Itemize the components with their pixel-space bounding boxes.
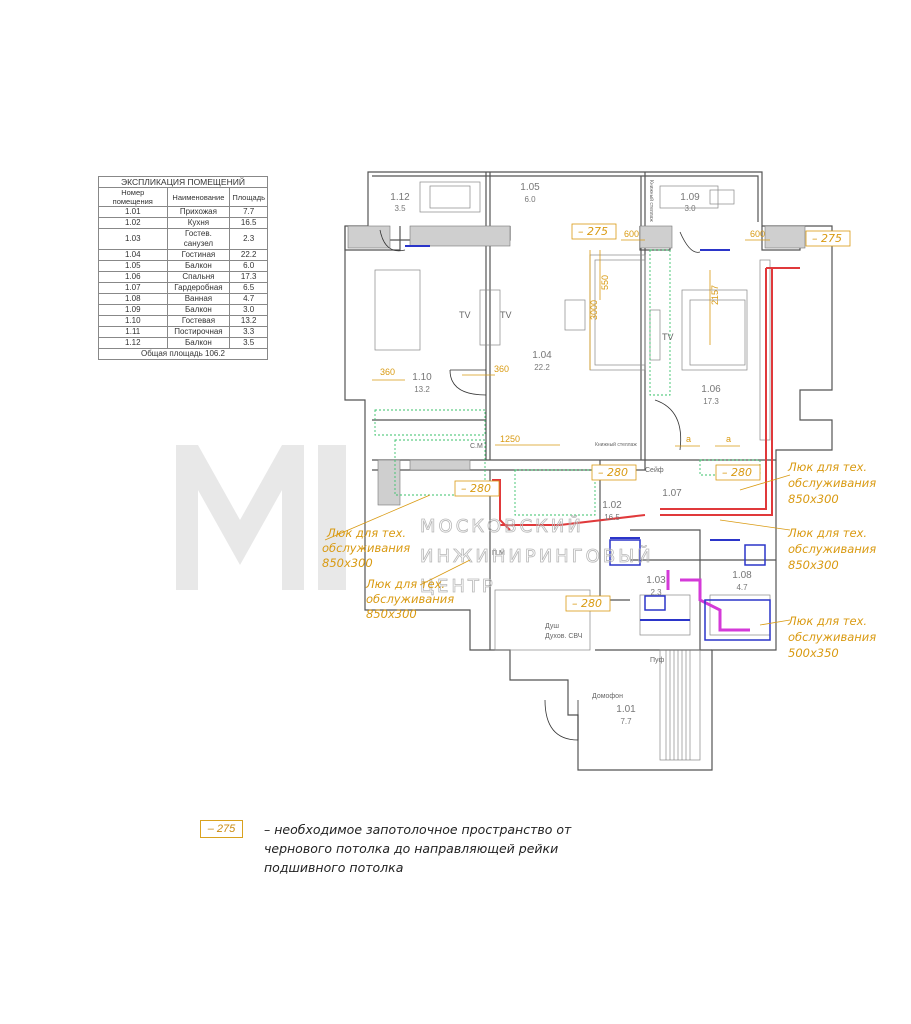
room-area-1.04: 22.2 — [534, 363, 550, 372]
room-labels: 1.12 3.5 1.05 6.0 1.09 3.0 1.04 22.2 1.1… — [390, 182, 752, 726]
dim-a-left: а — [686, 434, 691, 444]
dim-360-right: 360 — [494, 364, 509, 374]
dishwasher-label: П.М — [492, 550, 505, 557]
dim-2157: 2157 — [710, 285, 720, 305]
room-label-1.03: 1.03 — [646, 575, 666, 586]
intercom-label: Домофон — [592, 693, 623, 700]
room-label-1.09: 1.09 — [680, 192, 700, 203]
hatch-leaders — [324, 474, 791, 626]
pouf-label: Пуф — [650, 657, 664, 664]
dim-550: 550 — [600, 275, 610, 290]
dim-600-right: 600 — [750, 229, 765, 239]
room-label-1.05: 1.05 — [520, 182, 540, 193]
safe-label: Сейф — [645, 466, 664, 474]
equipment-labels: TV TV TV Книжный стеллаж Книжный стеллаж… — [459, 180, 674, 700]
room-area-1.02: 16.5 — [604, 513, 620, 522]
shower-label: Душ — [545, 623, 559, 630]
room-label-1.10: 1.10 — [412, 372, 432, 383]
room-area-1.01: 7.7 — [620, 717, 632, 726]
hatched-area — [665, 650, 691, 760]
legend-tag: – 275 — [200, 820, 243, 838]
level-tag-4: – 280 — [722, 466, 752, 479]
cell-area: 6.0 — [229, 260, 268, 272]
explication-table: ЭКСПЛИКАЦИЯ ПОМЕЩЕНИЙ Номер помещения На… — [98, 176, 268, 360]
room-area-1.10: 13.2 — [414, 385, 430, 394]
total-area: Общая площадь 106.2 — [98, 348, 268, 360]
room-area-1.06: 17.3 — [703, 397, 719, 406]
furniture — [374, 181, 771, 761]
room-label-1.08: 1.08 — [732, 570, 752, 581]
watermark-logo — [176, 445, 346, 590]
duct-magenta — [666, 570, 750, 632]
level-tag-2: – 275 — [812, 232, 842, 245]
wall-blocks — [347, 225, 806, 506]
room-area-1.08: 4.7 — [736, 583, 748, 592]
dim-a-right: а — [726, 434, 731, 444]
watermark-line-2: ИНЖИНИРИНГОВЫЙ — [420, 545, 654, 567]
dimension-lines — [372, 239, 770, 447]
bookshelf-label-2: Книжный стеллаж — [595, 441, 637, 448]
level-tag-1: – 275 — [578, 225, 608, 238]
tv-label-2: TV — [500, 310, 512, 320]
dimension-labels: 600 600 550 3000 2157 360 360 1250 а а — [380, 229, 765, 444]
room-label-1.01: 1.01 — [616, 704, 636, 715]
level-tag-6: – 280 — [572, 597, 602, 610]
room-label-1.02: 1.02 — [602, 500, 622, 511]
cell-area: 2.3 — [229, 228, 268, 250]
room-label-1.06: 1.06 — [701, 384, 721, 395]
room-area-1.03: 2.3 — [650, 588, 662, 597]
room-area-1.12: 3.5 — [394, 204, 406, 213]
watermark-line-3: ЦЕНТР — [420, 576, 496, 597]
dim-600-left: 600 — [624, 229, 639, 239]
room-label-1.04: 1.04 — [532, 350, 552, 361]
washer-label: С.М — [470, 443, 483, 450]
window-marks — [405, 245, 740, 621]
bookshelf-label-1: Книжный стеллаж — [648, 180, 655, 222]
tv-label-1: TV — [459, 310, 471, 320]
watermark-text: МОСКОВСКИЙ ИНЖИНИРИНГОВЫЙ ЦЕНТР — [420, 515, 654, 598]
legend-text: – необходимое запотолочное пространство … — [264, 822, 572, 875]
room-label-1.12: 1.12 — [390, 192, 410, 203]
dim-360-left: 360 — [380, 367, 395, 377]
level-tag-5: – 280 — [461, 482, 491, 495]
room-label-1.07: 1.07 — [662, 488, 682, 499]
watermark-line-1: МОСКОВСКИЙ — [420, 515, 584, 537]
room-area-1.05: 6.0 — [524, 195, 536, 204]
room-area-1.09: 3.0 — [684, 204, 696, 213]
dim-3000: 3000 — [589, 300, 599, 320]
dim-1250: 1250 — [500, 434, 520, 444]
level-tag-3: – 280 — [598, 466, 628, 479]
doors — [379, 229, 701, 741]
tv-label-3: TV — [662, 332, 674, 342]
bathroom-fixtures — [609, 539, 771, 641]
duct-red — [492, 267, 800, 531]
hvac-green — [374, 249, 761, 516]
oven-label: Духов. СВЧ — [545, 633, 583, 640]
level-tags: – 275 – 275 – 280 – 280 – 280 – 280 — [454, 223, 851, 612]
